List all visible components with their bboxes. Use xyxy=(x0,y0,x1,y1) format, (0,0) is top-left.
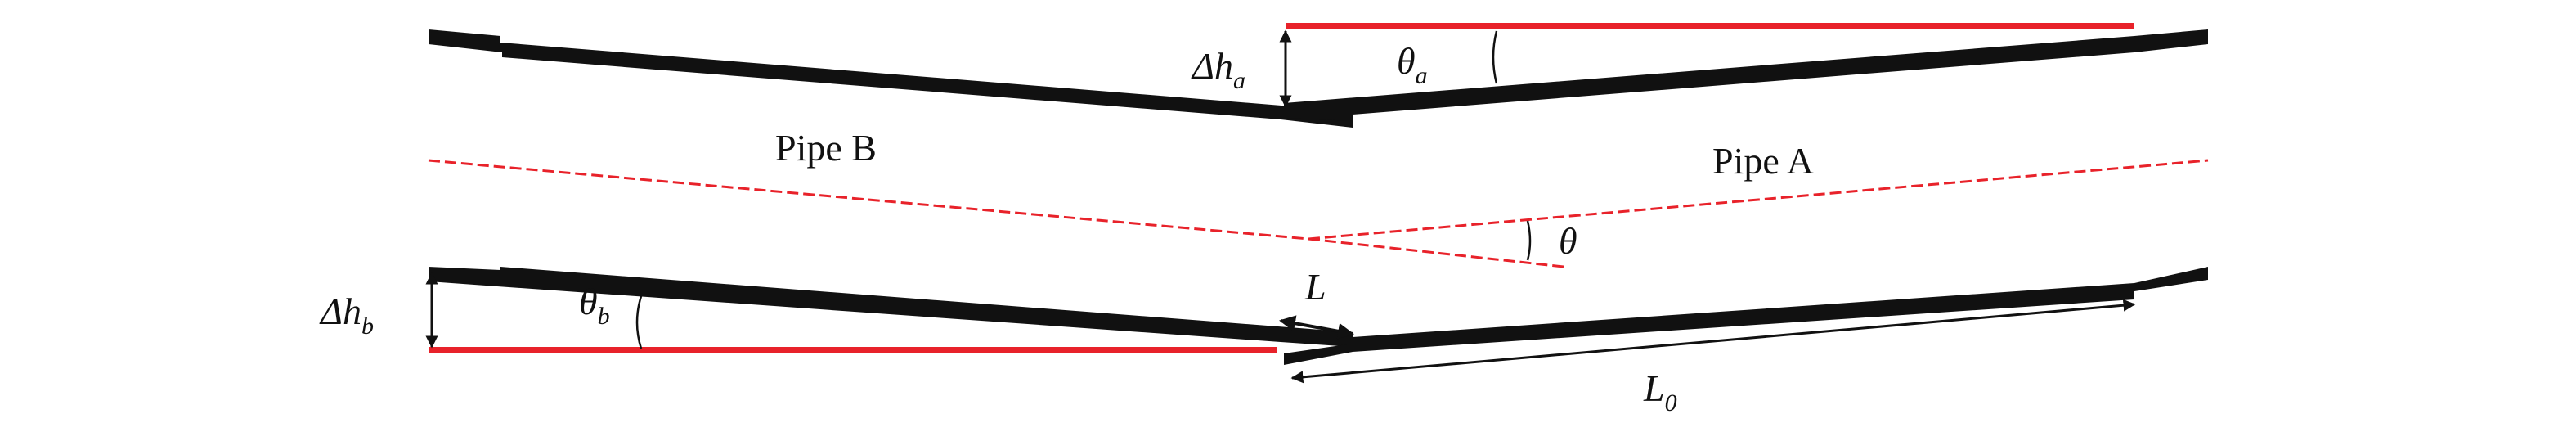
delta-h-a-label: Δha xyxy=(1191,45,1245,94)
L0-arrow xyxy=(1290,299,2136,384)
pipe-b-centerline-extension xyxy=(1308,237,1564,268)
theta-label: θ xyxy=(1559,220,1577,262)
bottom-pipe-b xyxy=(429,267,1353,347)
theta-arc xyxy=(1526,220,1532,261)
top-pipe-b xyxy=(429,29,1353,128)
L-label: L xyxy=(1304,266,1326,308)
bottom-pipe-a xyxy=(1284,267,2208,365)
theta-a-arc xyxy=(1492,30,1498,84)
theta-b-label: θb xyxy=(579,281,610,330)
theta-b-arc xyxy=(635,295,643,349)
pipe-b-centerline xyxy=(428,159,1309,241)
pipe-a-centerline xyxy=(1308,159,2209,241)
theta-a-label: θa xyxy=(1397,40,1428,89)
L0-label: L0 xyxy=(1643,367,1677,416)
pipe-a-label: Pipe A xyxy=(1712,140,1814,182)
pipe-b-label: Pipe B xyxy=(775,127,877,169)
delta-h-b-label: Δhb xyxy=(319,290,374,340)
top-pipe-a xyxy=(1284,29,2208,121)
